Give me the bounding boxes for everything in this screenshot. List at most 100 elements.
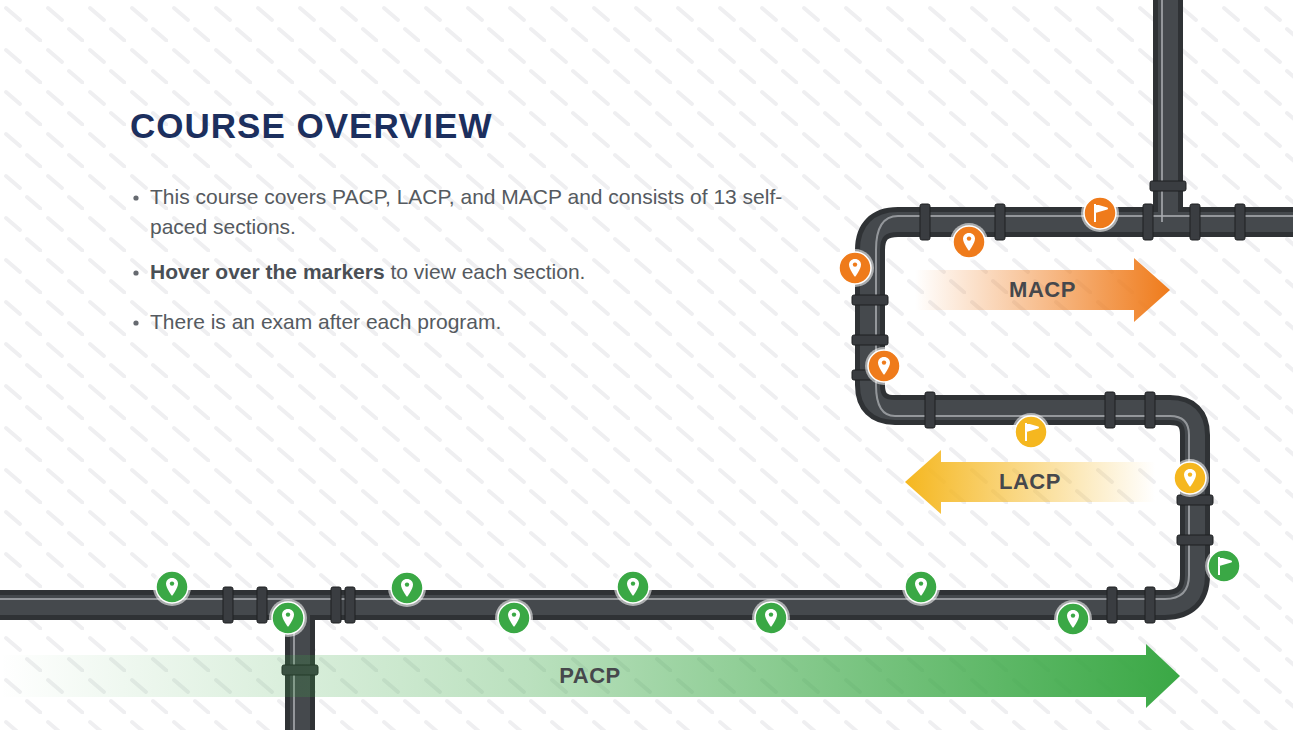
flag-icon [1219,557,1231,575]
marker-dot [498,602,530,634]
marker-dot [272,602,304,634]
pipe-coupling [223,587,233,623]
marker-dot [617,571,649,603]
pin-icon [849,259,861,277]
marker-halo [1171,459,1209,497]
pin-icon [508,609,520,627]
section-marker [1205,547,1243,585]
section-marker [614,568,652,606]
pin-icon [282,609,294,627]
marker-dot [868,350,900,382]
bullet-dot [133,195,138,200]
pin-icon [1067,610,1079,628]
section-marker [865,347,903,385]
pipe-coupling [1177,495,1213,505]
pin-hole [512,612,516,616]
pin-icon [963,233,975,251]
pin-hole [405,582,409,586]
pipe-coupling [925,392,935,428]
section-marker [1171,459,1209,497]
marker-dot [156,571,188,603]
arrow-fill [915,258,1170,322]
bullet-dots [133,195,138,325]
marker-halo [1081,194,1119,232]
marker-dot [1208,550,1240,582]
marker-halo [1012,413,1050,451]
pin-icon [1184,469,1196,487]
pipe-coupling [1145,392,1155,428]
marker-dot [1174,462,1206,494]
section-marker [269,599,307,637]
course-title: COURSE OVERVIEW [130,106,492,146]
program-arrow: LACP [905,450,1155,514]
marker-dot [905,571,937,603]
section-marker [836,249,874,287]
flag-icon [1095,204,1107,222]
bullet-text: to view each section. [391,260,586,283]
pipe-coupling [1190,204,1200,240]
program-name: PACP [559,663,621,689]
pipe-coupling [1145,587,1155,623]
pin-hole [769,612,773,616]
arrow-fill [905,450,1155,514]
pin-icon [765,609,777,627]
section-marker [950,223,988,261]
pin-icon [627,578,639,596]
marker-halo [614,568,652,606]
bullet-text: This course covers PACP, LACP, and MACP … [150,185,782,238]
pin-hole [853,262,857,266]
marker-halo [1205,547,1243,585]
bullet-item: This course covers PACP, LACP, and MACP … [150,182,800,242]
marker-halo [752,599,790,637]
marker-dot [953,226,985,258]
program-arrow: PACP [0,644,1180,708]
pipe-coupling [1177,535,1213,545]
marker-halo [950,223,988,261]
marker-halo [495,599,533,637]
section-marker [1012,413,1050,451]
section-marker [153,568,191,606]
section-marker [752,599,790,637]
pin-hole [170,581,174,585]
pin-hole [1071,613,1075,617]
pipe-coupling [995,204,1005,240]
bullet-item: Hover over the markersto view each secti… [150,257,800,287]
flag-icon [1026,423,1038,441]
pipe-couplings [223,181,1245,675]
section-marker [1054,600,1092,638]
pipe-coupling [920,204,930,240]
marker-halo [153,568,191,606]
pin-icon [401,579,413,597]
pipe-coupling [1235,204,1245,240]
marker-halo [1054,600,1092,638]
pin-hole [919,581,923,585]
pipe-coupling [257,587,267,623]
marker-dot [1084,197,1116,229]
pin-icon [915,578,927,596]
bullet-text: There is an exam after each program. [150,310,501,333]
pin-hole [286,612,290,616]
section-marker [902,568,940,606]
pipe-coupling [1105,392,1115,428]
program-name: MACP [1009,277,1076,303]
pipe-coupling [1107,587,1117,623]
pipe-coupling [1143,204,1153,240]
marker-halo [388,569,426,607]
marker-dot [1057,603,1089,635]
pipe-coupling [852,295,888,305]
section-marker [388,569,426,607]
pin-icon [878,357,890,375]
marker-dot [839,252,871,284]
pin-hole [967,236,971,240]
marker-dot [1015,416,1047,448]
pipe-coupling [1150,181,1186,191]
pipe-coupling [345,587,355,623]
program-arrow: MACP [915,258,1170,322]
pipe-coupling [331,587,341,623]
section-marker [495,599,533,637]
pipe-coupling [852,335,888,345]
marker-dot [391,572,423,604]
